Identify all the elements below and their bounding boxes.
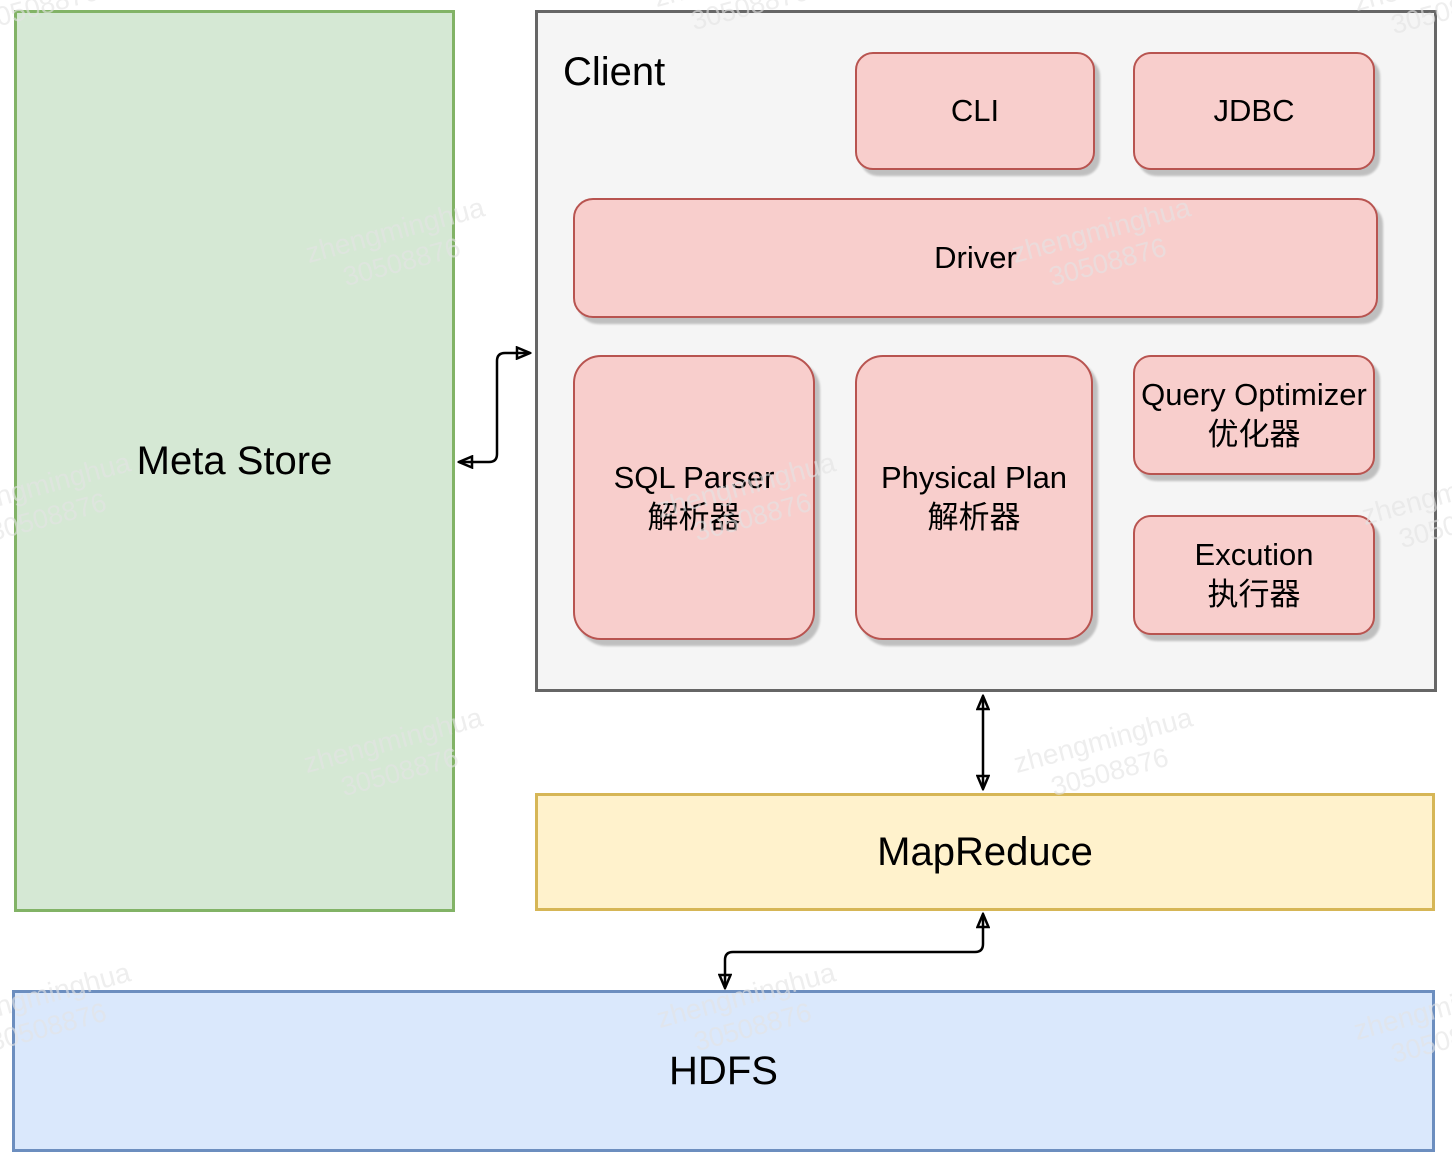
jdbc-node: JDBC [1133, 52, 1375, 170]
metastore-client-arrow [459, 353, 530, 462]
query-optimizer-sublabel: 优化器 [1207, 417, 1301, 452]
meta-store-label: Meta Store [136, 438, 333, 483]
driver-node: Driver [573, 198, 1378, 318]
mapreduce-hdfs-arrow [725, 914, 983, 988]
physical-plan-node: Physical Plan 解析器 [855, 355, 1093, 640]
sql-parser-label: SQL Parser [613, 459, 775, 495]
execution-label: Excution [1194, 537, 1314, 572]
execution-node: Excution 执行器 [1133, 515, 1375, 635]
physical-plan-label: Physical Plan [880, 459, 1068, 495]
meta-store-node: Meta Store [14, 10, 455, 912]
hdfs-node: HDFS [12, 990, 1435, 1152]
query-optimizer-label: Query Optimizer [1141, 377, 1367, 412]
query-optimizer-node: Query Optimizer 优化器 [1133, 355, 1375, 475]
physical-plan-sublabel: 解析器 [927, 499, 1021, 535]
hdfs-label: HDFS [669, 1048, 778, 1093]
mapreduce-label: MapReduce [877, 829, 1093, 874]
mapreduce-node: MapReduce [535, 793, 1435, 911]
sql-parser-node: SQL Parser 解析器 [573, 355, 815, 640]
cli-node: CLI [855, 52, 1095, 170]
execution-sublabel: 执行器 [1207, 577, 1301, 612]
client-label: Client [563, 50, 666, 94]
cli-label: CLI [950, 93, 1000, 128]
sql-parser-sublabel: 解析器 [647, 499, 741, 535]
jdbc-label: JDBC [1213, 93, 1295, 128]
driver-label: Driver [934, 240, 1017, 275]
